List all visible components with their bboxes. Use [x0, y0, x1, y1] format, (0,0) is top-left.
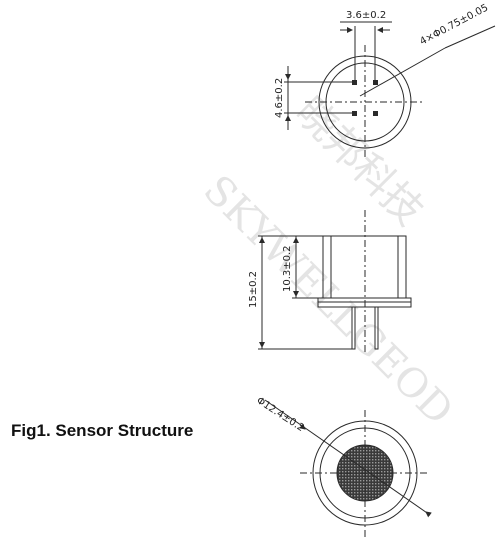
top-view	[284, 21, 496, 160]
front-view	[264, 399, 432, 540]
dim-total-height: 15±0.2	[248, 271, 259, 308]
side-view	[258, 210, 412, 355]
dim-can-height: 10.3±0.2	[282, 245, 293, 292]
dim-diameter: Φ12.4±0.2	[254, 395, 306, 434]
dim-pin-diameter: 4×Φ0.75±0.05	[418, 2, 490, 47]
figure-caption: Fig1. Sensor Structure	[11, 421, 194, 440]
dim-pin-spacing-h: 3.6±0.2	[346, 10, 386, 21]
dim-pin-spacing-v: 4.6±0.2	[274, 78, 285, 118]
pin-holes	[352, 80, 378, 116]
watermark: 晓邦科技 SKYWELLGEOD	[194, 89, 461, 434]
